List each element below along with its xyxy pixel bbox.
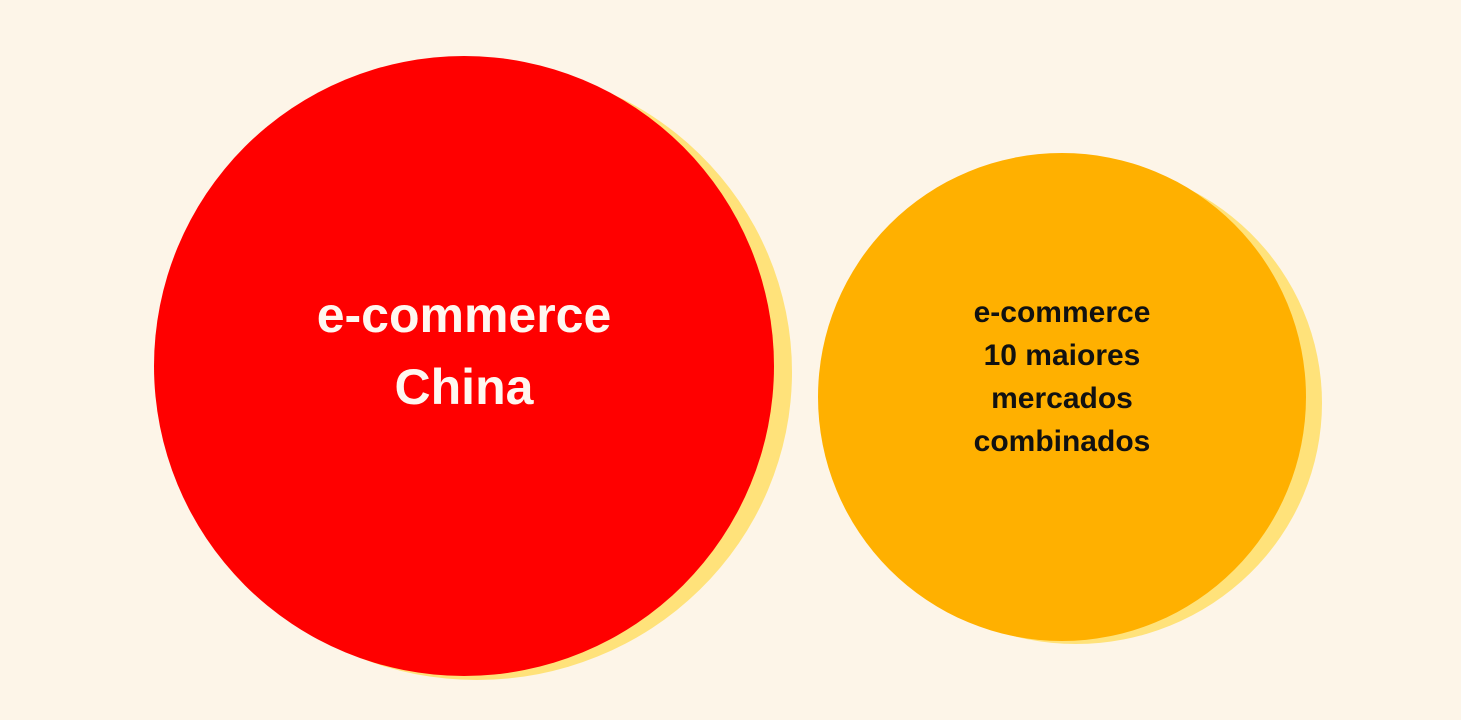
china-ecommerce-circle: e-commerce China (154, 56, 774, 676)
china-label-line-1: e-commerce (316, 287, 612, 343)
top10-label-line-2: 10 maiores (983, 339, 1141, 372)
top10-label-line-3: mercados (991, 382, 1133, 415)
top10-circle-label: e-commerce 10 maiores mercados combinado… (974, 291, 1151, 463)
top10-markets-circle: e-commerce 10 maiores mercados combinado… (818, 153, 1306, 641)
top10-label-line-1: e-commerce (973, 296, 1151, 329)
china-label-line-2: China (394, 359, 534, 415)
top10-label-line-4: combinados (973, 425, 1151, 458)
china-circle-label: e-commerce China (317, 279, 612, 423)
